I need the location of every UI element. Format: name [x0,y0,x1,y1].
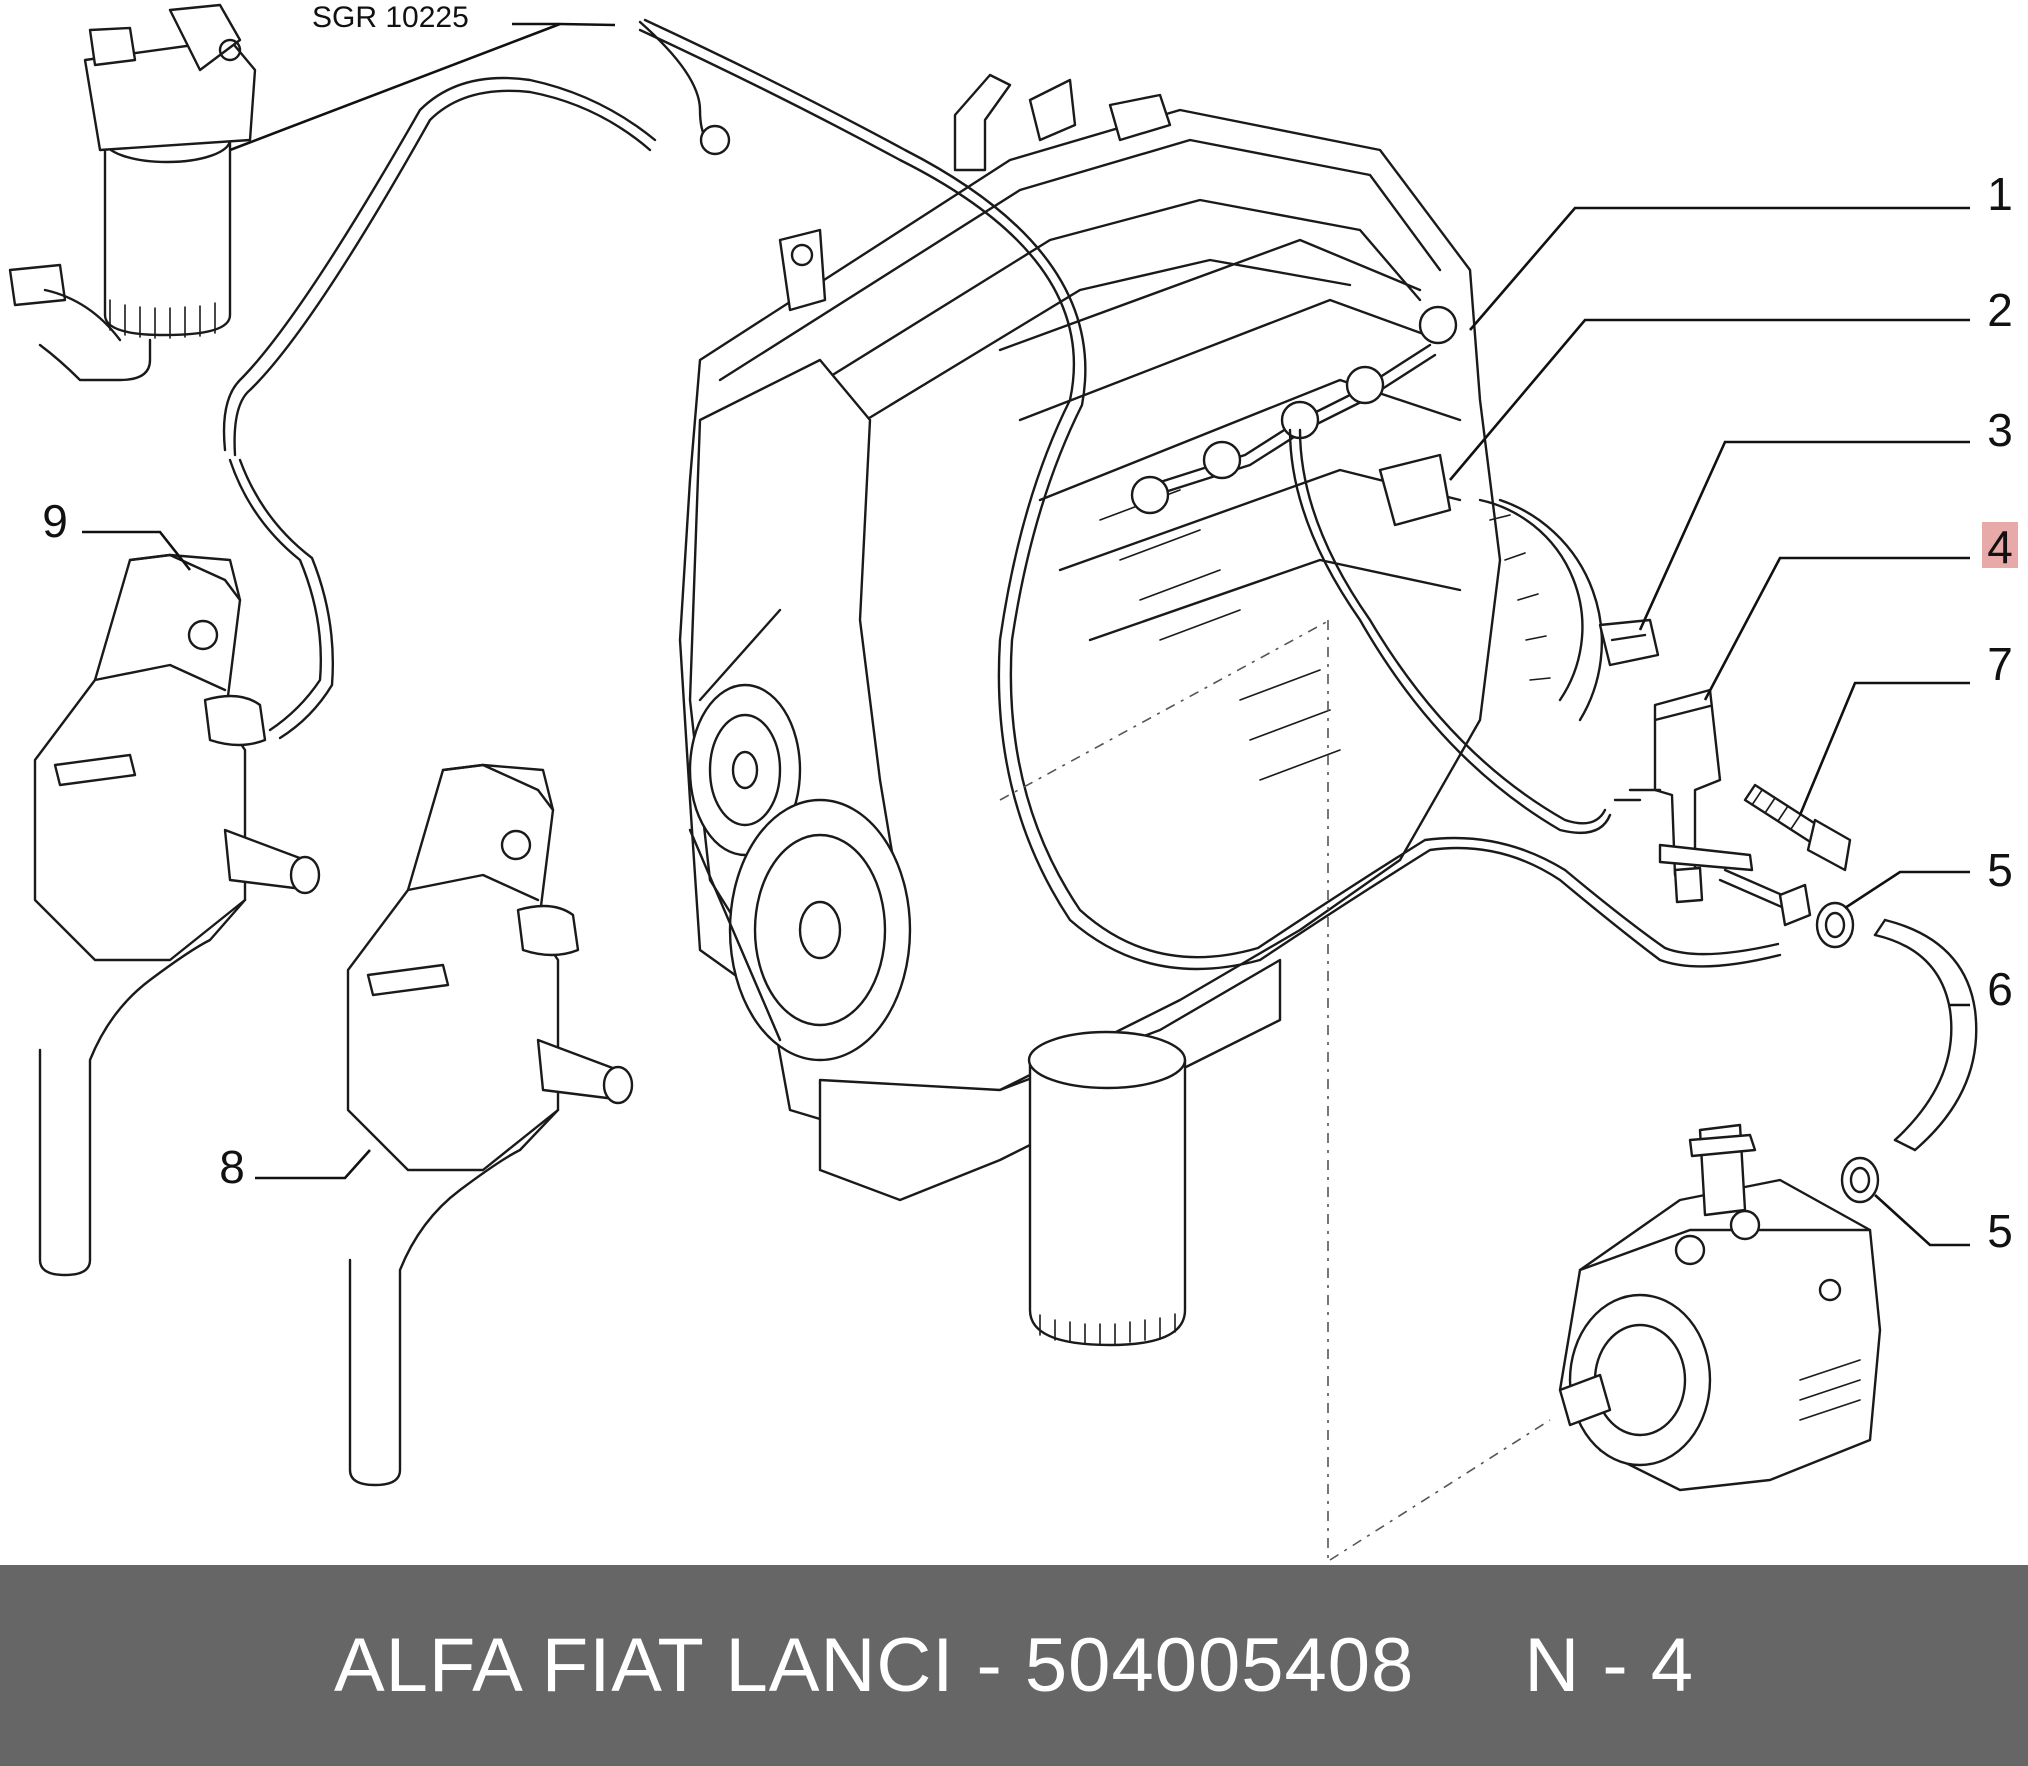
callout-3: 3 [1987,404,2013,456]
callout-9: 9 [42,495,68,547]
part-5-clamp-upper [1815,901,1855,949]
oil-filter [1027,1030,1187,1347]
callout-4: 4 [1987,521,2013,573]
callout-5-lower: 5 [1987,1205,2013,1257]
high-pressure-pump [1558,1123,1882,1492]
engine-axis-line [999,619,1331,801]
callout-1: 1 [1987,168,2013,220]
sensor-pipe [1718,868,1812,927]
crank-pulleys [688,608,912,1062]
callouts: 1 2 3 4 7 5 6 5 9 8 [42,168,2018,1257]
fuel-filter [8,3,257,382]
fuel-rail [1130,305,1612,835]
callout-5-upper: 5 [1987,844,2013,896]
callout-7: 7 [1987,638,2013,690]
reference-code: SGR 10225 [312,1,469,34]
fuel-heater-9 [33,553,321,1277]
part-5-clamp-lower [1840,1156,1880,1204]
part-6-hose [1873,918,1978,1152]
part-4-sensor [1613,688,1754,904]
callout-6: 6 [1987,963,2013,1015]
fuel-heater-8 [346,763,634,1487]
return-hose-loop [638,18,1782,971]
parts-diagram: SGR 10225 1 2 3 4 7 5 6 5 9 8 [8,1,2018,1565]
callout-8: 8 [219,1141,245,1193]
fuel-line-upper [222,20,731,740]
part-3-sensor [1598,618,1660,667]
part-7-bolt [1743,783,1852,872]
leader-lines [82,22,1970,1247]
callout-2: 2 [1987,284,2013,336]
reference-code-label: SGR 10225 [312,1,469,34]
diagram-code: N - 4 [1524,1623,1695,1708]
pump-axis-line [1329,1419,1551,1561]
callout-4-highlight [1982,522,2018,568]
part-title: ALFA FIAT LANCI - 504005408 [333,1623,1415,1708]
footer-bar: ALFA FIAT LANCI - 504005408 N - 4 [0,1565,2028,1766]
